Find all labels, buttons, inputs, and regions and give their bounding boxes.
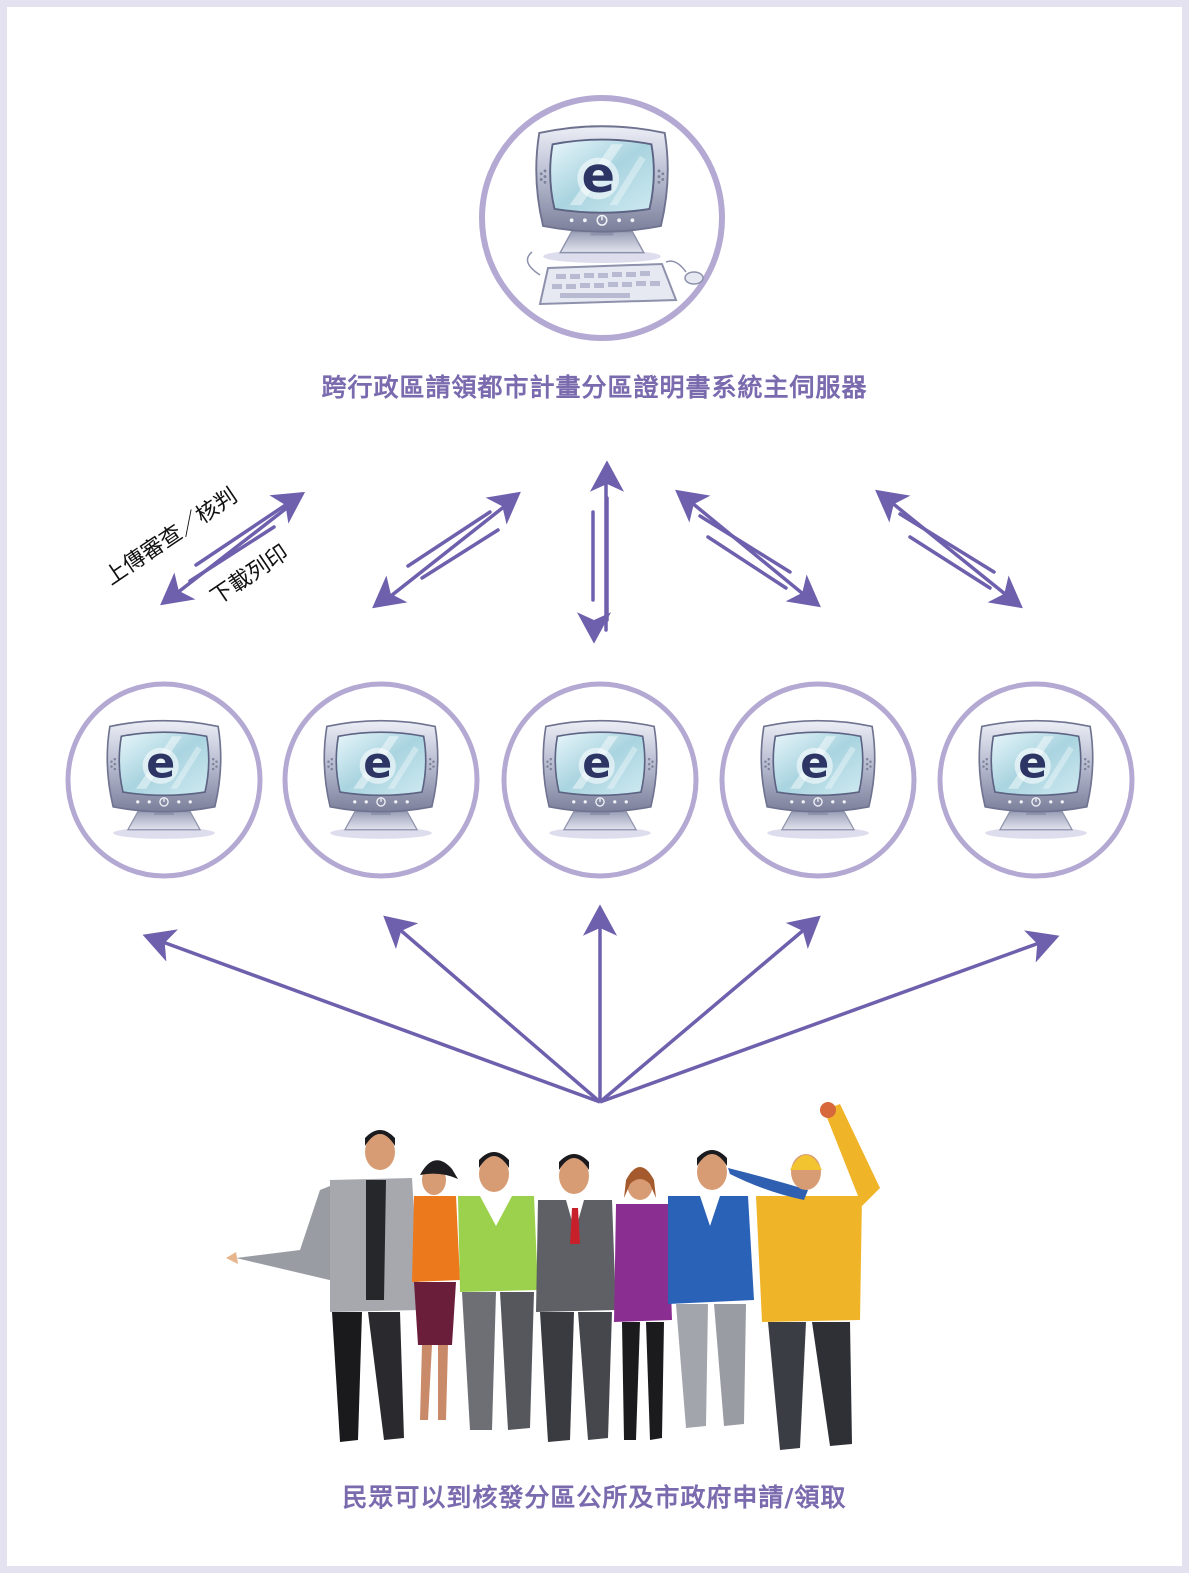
- keyboard-icon: [526, 251, 704, 306]
- request-arrow-5: [599, 923, 1063, 1104]
- client-node-5: [937, 681, 1135, 879]
- person-green-vest: [458, 1152, 538, 1430]
- request-arrow-2: [375, 906, 602, 1104]
- request-arrow-4: [598, 906, 829, 1104]
- people-group-illustration: [226, 1102, 880, 1450]
- client-node-4: [719, 681, 917, 879]
- server-node: [479, 95, 725, 341]
- request-arrow-3: [585, 906, 615, 1102]
- request-arrow-1: [139, 922, 601, 1104]
- person-orange-top: [412, 1160, 460, 1420]
- sync-arrow-3: [579, 462, 622, 642]
- public-caption: 民眾可以到核發分區公所及市政府申請/領取: [342, 1483, 847, 1512]
- sync-arrow-5: [868, 480, 1030, 618]
- client-node-3: [501, 681, 699, 879]
- client-node-1: [65, 681, 263, 879]
- sync-arrow-4: [668, 480, 828, 617]
- person-grey-suit: [226, 1130, 420, 1442]
- sync-arrow-2: [365, 482, 528, 618]
- person-red-tie: [536, 1154, 616, 1442]
- person-blue-jacket: [668, 1150, 754, 1428]
- person-yellow-jacket: [728, 1102, 880, 1450]
- server-caption: 跨行政區請領都市計畫分區證明書系統主伺服器: [321, 373, 868, 402]
- person-purple-dress: [614, 1167, 672, 1440]
- sync-arrow-1: [153, 481, 311, 615]
- client-node-2: [282, 681, 480, 879]
